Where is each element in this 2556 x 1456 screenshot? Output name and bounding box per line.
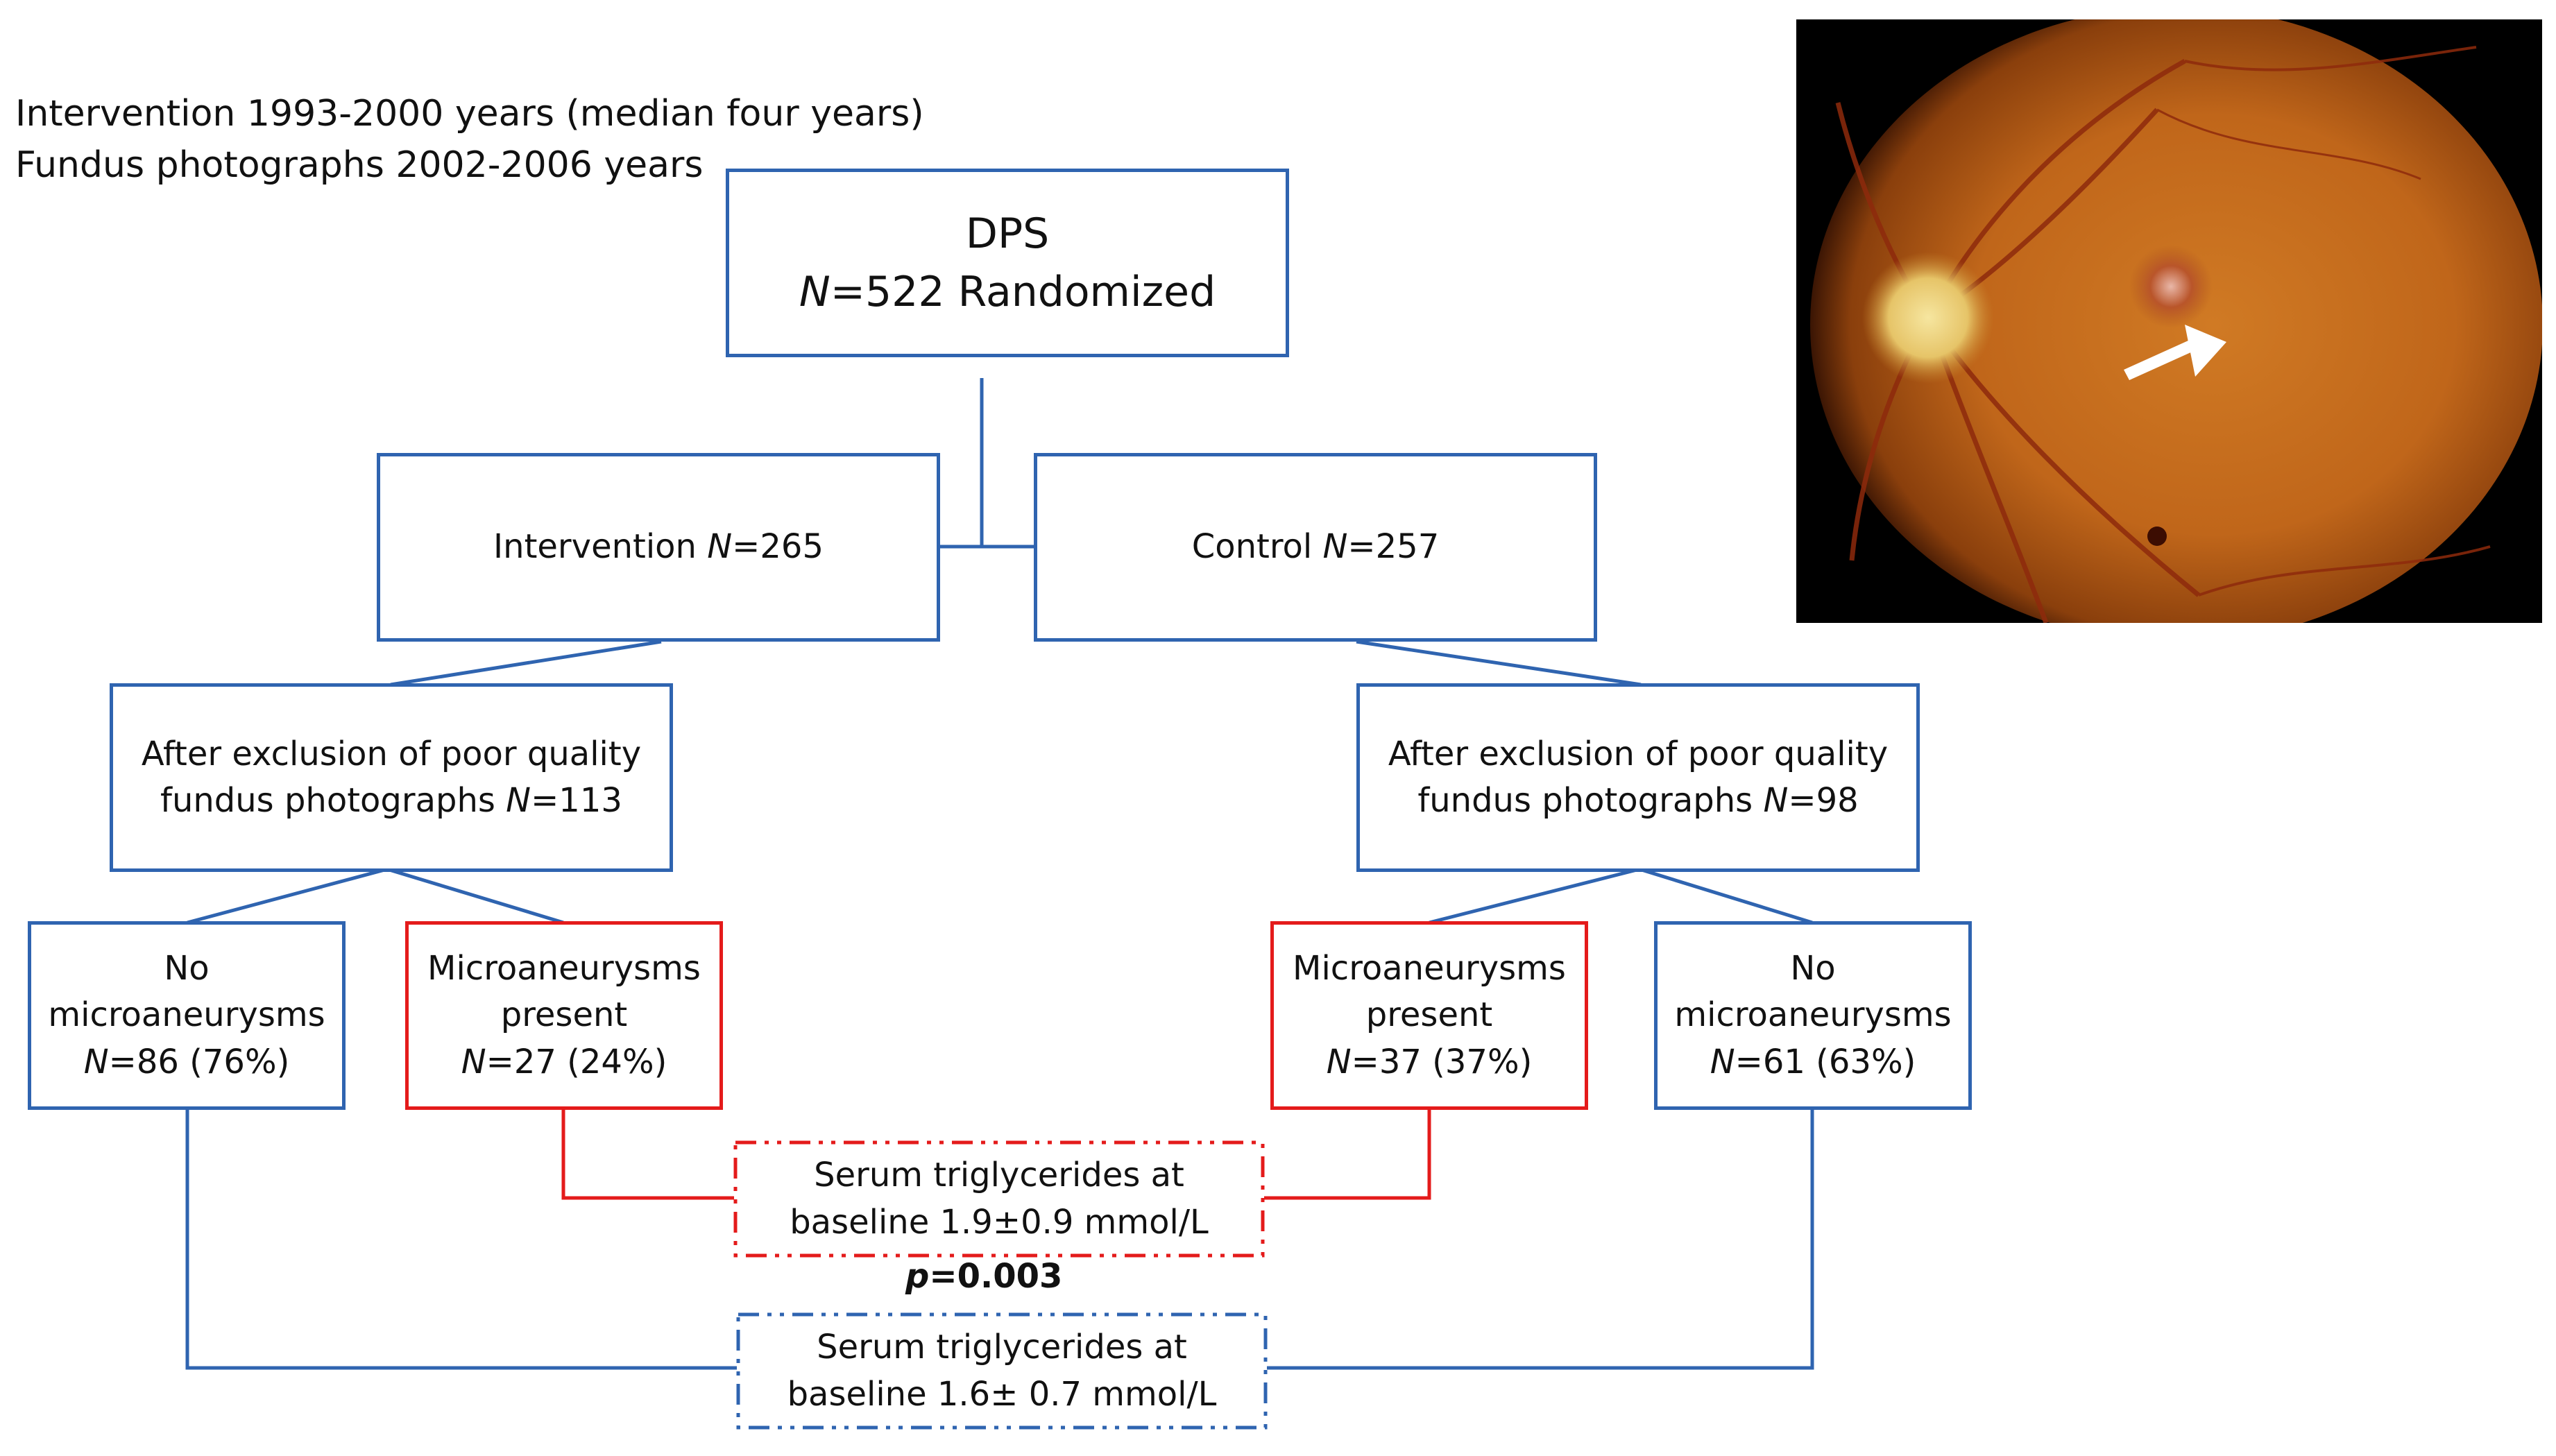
connector-control-exclusion — [1356, 640, 1642, 687]
tg-blue-outline — [736, 1312, 1268, 1430]
right-exclusion-n-symbol: N — [1763, 781, 1789, 820]
right-exclusion-n-value: =98 — [1788, 781, 1859, 820]
left-no-ma-line1: No — [164, 949, 210, 988]
connector-right-ma-to-tg — [1264, 1108, 1431, 1200]
tg-red-box: Serum triglycerides at baseline 1.9±0.9 … — [739, 1146, 1259, 1252]
connector-left-ma-to-tg — [561, 1108, 734, 1200]
connector-right-exclusion-no-ma — [1639, 867, 1813, 925]
left-no-ma-line2: microaneurysms — [48, 995, 325, 1035]
left-exclusion-n-value: =113 — [531, 781, 622, 820]
connector-intervention-exclusion — [390, 640, 662, 687]
dps-n-symbol: N — [799, 268, 830, 316]
p-symbol: p — [905, 1257, 930, 1296]
control-n-symbol: N — [1322, 527, 1348, 567]
intervention-n-value: =265 — [732, 527, 824, 567]
fundus-photograph — [1796, 19, 2542, 623]
right-ma-n-value: =37 (37%) — [1351, 1042, 1533, 1081]
tg-red-line2: baseline 1.9±0.9 mmol/L — [790, 1202, 1209, 1242]
right-no-ma-line1: No — [1790, 949, 1836, 988]
right-exclusion-line2: fundus photographs — [1417, 781, 1764, 820]
right-ma-n-symbol: N — [1326, 1042, 1352, 1081]
connector-left-exclusion-ma — [386, 867, 564, 925]
intervention-box: Intervention N=265 — [377, 453, 940, 642]
right-no-microaneurysms-box: No microaneurysms N=61 (63%) — [1654, 921, 1972, 1110]
left-no-ma-n-symbol: N — [83, 1042, 109, 1081]
right-exclusion-box: After exclusion of poor quality fundus p… — [1356, 683, 1920, 872]
left-exclusion-line1: After exclusion of poor quality — [141, 734, 642, 773]
connector-right-no-ma-to-tg — [1267, 1108, 1814, 1370]
left-no-microaneurysms-box: No microaneurysms N=86 (76%) — [28, 921, 346, 1110]
connector-left-exclusion-no-ma — [187, 867, 388, 925]
right-exclusion-line1: After exclusion of poor quality — [1388, 734, 1889, 773]
header-intervention-period: Intervention 1993-2000 years (median fou… — [15, 93, 924, 135]
left-exclusion-box: After exclusion of poor quality fundus p… — [110, 683, 673, 872]
connector-left-no-ma-to-tg — [185, 1108, 737, 1370]
tg-blue-line1: Serum triglycerides at — [817, 1328, 1187, 1367]
left-ma-n-symbol: N — [461, 1042, 486, 1081]
right-no-ma-line2: microaneurysms — [1674, 995, 1952, 1035]
control-label: Control — [1191, 527, 1323, 567]
p-value: p=0.003 — [905, 1257, 1062, 1296]
p-value-number: =0.003 — [929, 1257, 1063, 1296]
dps-title: DPS — [965, 209, 1050, 258]
tg-blue-box: Serum triglycerides at baseline 1.6± 0.7… — [742, 1318, 1262, 1424]
optic-disc — [1862, 252, 1994, 384]
control-n-value: =257 — [1347, 527, 1440, 567]
right-no-ma-n-symbol: N — [1710, 1042, 1735, 1081]
dps-box: DPS N=522 Randomized — [726, 169, 1289, 357]
intervention-n-symbol: N — [707, 527, 733, 567]
left-no-ma-n-value: =86 (76%) — [108, 1042, 290, 1081]
hemorrhage-spot — [2147, 526, 2167, 546]
control-box: Control N=257 — [1034, 453, 1597, 642]
right-ma-line2: present — [1365, 995, 1493, 1035]
macula — [2129, 245, 2213, 328]
tg-red-outline — [733, 1140, 1265, 1258]
intervention-label: Intervention — [493, 527, 708, 567]
tg-blue-line2: baseline 1.6± 0.7 mmol/L — [787, 1374, 1217, 1414]
right-ma-line1: Microaneurysms — [1293, 949, 1566, 988]
left-ma-n-value: =27 (24%) — [486, 1042, 667, 1081]
left-ma-line1: Microaneurysms — [427, 949, 701, 988]
connector-right-exclusion-ma — [1429, 867, 1640, 925]
dps-n-value: =522 Randomized — [830, 268, 1216, 316]
left-exclusion-line2: fundus photographs — [160, 781, 506, 820]
right-microaneurysms-present-box: Microaneurysms present N=37 (37%) — [1270, 921, 1588, 1110]
left-ma-line2: present — [500, 995, 628, 1035]
header-fundus-period: Fundus photographs 2002-2006 years — [15, 144, 704, 186]
left-microaneurysms-present-box: Microaneurysms present N=27 (24%) — [405, 921, 723, 1110]
left-exclusion-n-symbol: N — [506, 781, 531, 820]
tg-red-line1: Serum triglycerides at — [814, 1156, 1184, 1195]
right-no-ma-n-value: =61 (63%) — [1735, 1042, 1916, 1081]
white-arrow-icon — [2124, 325, 2226, 380]
